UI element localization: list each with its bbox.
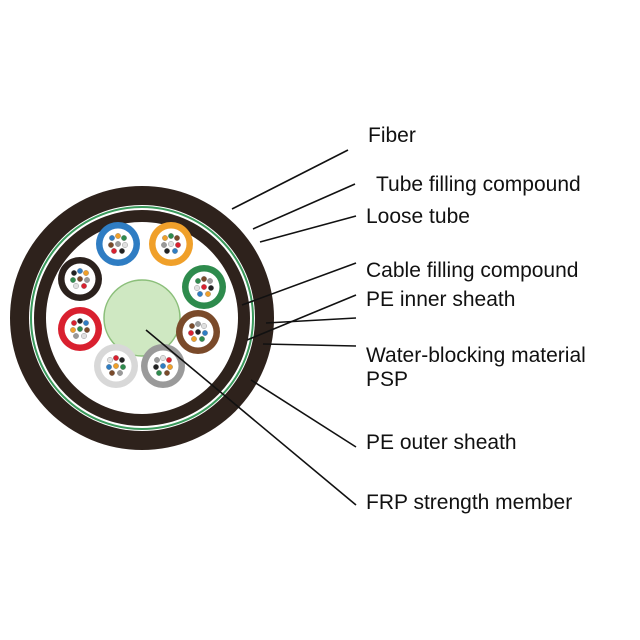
fiber (71, 320, 77, 326)
fiber (111, 248, 117, 254)
fiber (164, 248, 170, 254)
fiber (174, 235, 180, 241)
fiber (113, 355, 119, 361)
fiber (73, 333, 79, 339)
fiber (154, 357, 160, 363)
cable-cross-section-icon (10, 186, 274, 450)
fiber (121, 235, 127, 241)
fiber (70, 327, 76, 333)
fiber (77, 318, 83, 324)
fiber (164, 370, 170, 376)
leader-line (145, 329, 357, 506)
fiber (202, 330, 208, 336)
fiber (119, 248, 125, 254)
fiber (106, 364, 112, 370)
fiber (161, 242, 167, 248)
loose-tube (94, 344, 138, 388)
fiber (115, 241, 121, 247)
fiber (77, 268, 83, 274)
fiber (168, 233, 174, 239)
fiber (153, 364, 159, 370)
fiber (160, 355, 166, 361)
leader-line (231, 149, 349, 210)
fiber (162, 235, 168, 241)
loose-tube (58, 257, 102, 301)
fiber (195, 329, 201, 335)
fiber (195, 278, 201, 284)
fiber (207, 278, 213, 284)
fiber (197, 291, 203, 297)
loose-tube (182, 265, 226, 309)
fiber (120, 364, 126, 370)
fiber (205, 291, 211, 297)
fiber (119, 357, 125, 363)
label-tube-filling-compound: Tube filling compound (376, 173, 581, 196)
label-fiber: Fiber (368, 124, 416, 147)
leader-line (250, 379, 357, 448)
fiber (81, 283, 87, 289)
fiber (117, 370, 123, 376)
fiber (83, 270, 89, 276)
fiber (115, 233, 121, 239)
water-blocking-ring (30, 206, 254, 430)
loose-tube (141, 344, 185, 388)
leader-line (246, 294, 357, 341)
loose-tube (58, 307, 102, 351)
label-water-blocking-material: Water-blocking material (366, 344, 586, 367)
fiber (81, 333, 87, 339)
fiber (109, 235, 115, 241)
label-pe-outer-sheath: PE outer sheath (366, 431, 517, 454)
leader-line (241, 262, 357, 306)
fiber (191, 336, 197, 342)
fiber (166, 357, 172, 363)
label-frp-strength-member: FRP strength member (366, 491, 572, 514)
fiber (199, 336, 205, 342)
fiber (77, 326, 83, 332)
leader-lines (145, 149, 357, 506)
fiber (70, 277, 76, 283)
fiber (201, 276, 207, 282)
fiber (156, 370, 162, 376)
leader-line (265, 317, 357, 324)
fiber (167, 364, 173, 370)
label-psp: PSP (366, 368, 408, 391)
fiber (195, 321, 201, 327)
leader-line (252, 183, 356, 230)
fiber (172, 248, 178, 254)
leader-line (262, 343, 357, 347)
fiber (194, 285, 200, 291)
label-cable-filling-compound: Cable filling compound (366, 259, 578, 282)
loose-tube (96, 222, 140, 266)
fiber (84, 277, 90, 283)
callout-labels: Fiber Tube filling compound Loose tube C… (366, 124, 586, 514)
leader-line (259, 215, 357, 243)
loose-tube (149, 222, 193, 266)
fiber (122, 242, 128, 248)
fiber (160, 363, 166, 369)
fiber (208, 285, 214, 291)
fiber (189, 323, 195, 329)
label-pe-inner-sheath: PE inner sheath (366, 288, 515, 311)
fiber (175, 242, 181, 248)
fiber (168, 241, 174, 247)
fiber (113, 363, 119, 369)
fiber (77, 276, 83, 282)
loose-tube (176, 310, 220, 354)
fiber (107, 357, 113, 363)
frp-strength-member (103, 279, 181, 357)
fiber (83, 320, 89, 326)
label-loose-tube: Loose tube (366, 205, 470, 228)
fiber (201, 323, 207, 329)
fiber (73, 283, 79, 289)
fiber (188, 330, 194, 336)
fiber (109, 370, 115, 376)
fiber (201, 284, 207, 290)
fiber (84, 327, 90, 333)
fiber (108, 242, 114, 248)
fiber (71, 270, 77, 276)
